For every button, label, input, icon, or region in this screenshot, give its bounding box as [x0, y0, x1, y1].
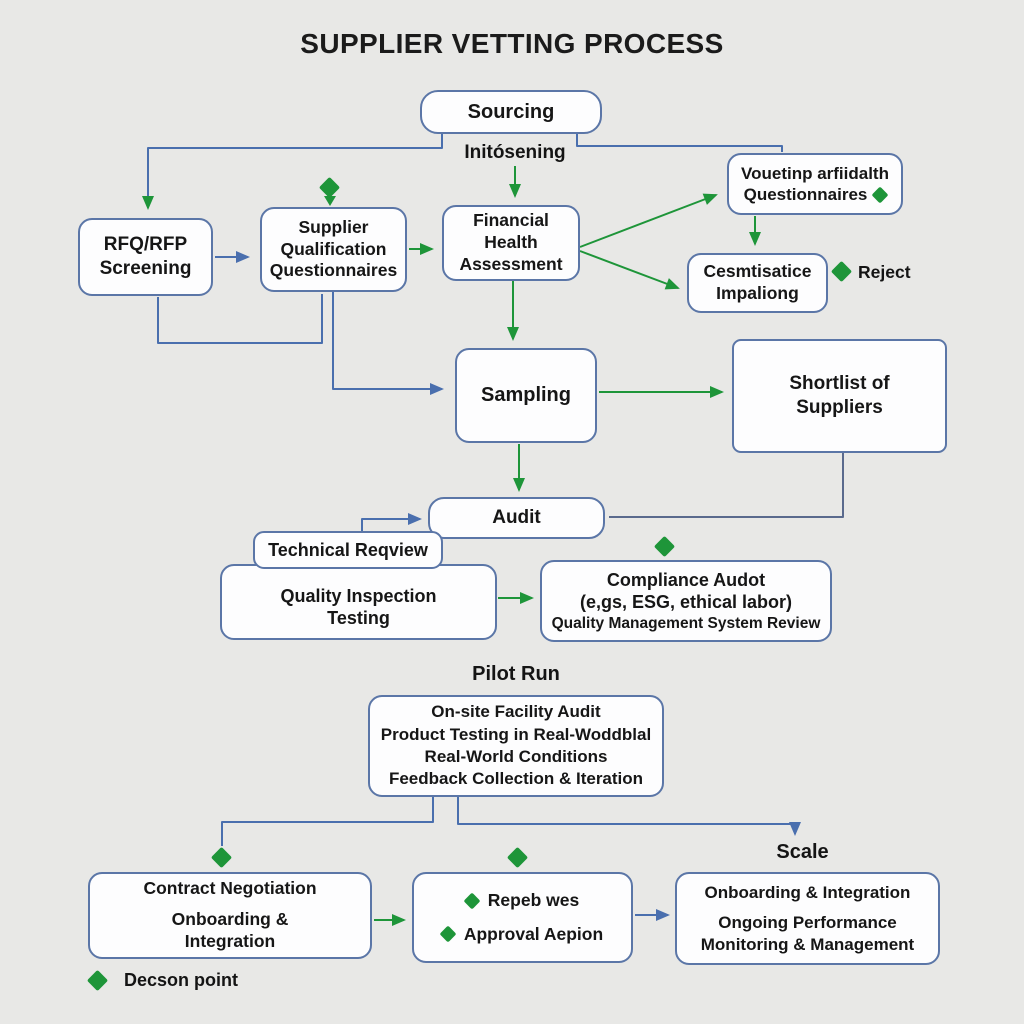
quality-line: Testing — [327, 608, 390, 628]
financial-line: Financial — [473, 210, 549, 231]
node-sourcing-label: Sourcing — [467, 100, 555, 123]
node-review-approval: Repeb wes Approval Aepion — [412, 872, 633, 963]
reject-label: Reject — [858, 262, 911, 282]
node-sampling: Sampling — [455, 348, 597, 443]
legend-decision-label: Decson point — [124, 970, 239, 990]
decision-diamond-icon — [210, 846, 233, 869]
pilot-line: Real-World Conditions — [424, 747, 608, 766]
node-contract-negotiation: Contract Negotiation Onboarding & Integr… — [88, 872, 372, 959]
quality-line: Quality Inspection — [280, 585, 437, 606]
onboarding-line: Onboarding & Integration — [704, 883, 911, 903]
node-compliance-audit: Compliance Audot (e,gs, ESG, ethical lab… — [540, 560, 832, 642]
vendor-line: Vouetinp arfiidalth — [741, 163, 889, 183]
supplier-qual-line: Qualification — [280, 238, 387, 259]
pilot-run-label: Pilot Run — [472, 663, 560, 685]
compliance-line: Compliance Audot — [606, 569, 766, 590]
onboarding-line: Monitoring & Management — [700, 934, 915, 954]
conn-financial-to-vendor — [579, 193, 718, 248]
certificate-line: Cesmtisatice — [703, 261, 812, 282]
decision-diamond-icon — [439, 925, 457, 943]
rfq-line: Screening — [99, 258, 192, 279]
financial-line: Health — [484, 232, 538, 253]
vendor-line-row: Questionnaires — [743, 184, 889, 205]
decision-diamond-icon — [506, 846, 529, 869]
node-onboarding-scale: Onboarding & Integration Ongoing Perform… — [675, 872, 940, 965]
pilot-line: On-site Facility Audit — [431, 702, 601, 722]
conn-pilot-to-contract — [221, 797, 434, 846]
node-sourcing: Sourcing — [420, 90, 602, 134]
shortlist-line: Suppliers — [796, 397, 883, 418]
approval-item: Approval Aepion — [463, 923, 604, 944]
decision-diamond-icon — [653, 535, 676, 558]
decision-diamond-icon — [86, 969, 109, 992]
sampling-label: Sampling — [480, 384, 571, 406]
decision-diamond-icon — [318, 176, 341, 199]
initial-screening-label: Initósening — [464, 142, 566, 163]
approval-row: Approval Aepion — [439, 923, 604, 946]
contract-line: Integration — [184, 930, 276, 951]
node-certificate-implications: Cesmtisatice Impaliong — [687, 253, 828, 313]
node-technical-review: Technical Reqview — [253, 531, 443, 569]
conn-supplier-to-sampling — [332, 292, 444, 395]
conn-technical-to-audit — [361, 513, 422, 531]
node-supplier-qualification: Supplier Qualification Questionnaires — [260, 207, 407, 292]
node-rfq-screening: RFQ/RFP Screening — [78, 218, 213, 296]
diagram-title: SUPPLIER VETTING PROCESS — [300, 28, 724, 59]
audit-label: Audit — [492, 507, 541, 529]
supplier-qual-line: Supplier — [298, 216, 369, 237]
node-audit: Audit — [428, 497, 605, 539]
financial-line: Assessment — [459, 253, 563, 274]
conn-financial-to-certificate — [579, 250, 680, 290]
node-shortlist: Shortlist of Suppliers — [732, 339, 947, 453]
conn-rfq-bottom-join — [157, 294, 323, 344]
rfq-line: RFQ/RFP — [103, 234, 188, 256]
decision-diamond-icon — [830, 260, 853, 283]
certificate-line: Impaliong — [716, 283, 799, 303]
scale-label: Scale — [776, 841, 829, 863]
node-vendor-questionnaires: Vouetinp arfiidalth Questionnaires — [727, 153, 903, 215]
compliance-line: Quality Management System Review — [551, 614, 821, 632]
node-financial-health: Financial Health Assessment — [442, 205, 580, 281]
review-row: Repeb wes — [463, 889, 580, 912]
conn-sourcing-to-rfq — [142, 134, 443, 210]
pilot-line: Feedback Collection & Iteration — [388, 769, 644, 789]
onboarding-line: Ongoing Performance — [718, 913, 897, 933]
pilot-line: Product Testing in Real-Woddblal — [380, 724, 652, 744]
technical-review-label: Technical Reqview — [268, 539, 428, 560]
node-pilot: On-site Facility Audit Product Testing i… — [368, 695, 664, 797]
supplier-qual-line: Questionnaires — [269, 260, 398, 281]
decision-diamond-icon — [871, 186, 889, 204]
shortlist-line: Shortlist of — [789, 373, 890, 395]
conn-sourcing-to-vendor — [576, 134, 783, 152]
node-quality-inspection: Quality Inspection Testing — [220, 564, 497, 640]
decision-diamond-icon — [463, 892, 481, 910]
vendor-line: Questionnaires — [743, 185, 868, 204]
conn-shortlist-to-audit — [609, 453, 844, 518]
contract-line: Onboarding & — [171, 909, 289, 930]
contract-line: Contract Negotiation — [143, 878, 317, 899]
review-item: Repeb wes — [487, 889, 580, 910]
conn-pilot-to-scale — [457, 797, 801, 836]
compliance-line: (e,gs, ESG, ethical labor) — [579, 592, 793, 613]
